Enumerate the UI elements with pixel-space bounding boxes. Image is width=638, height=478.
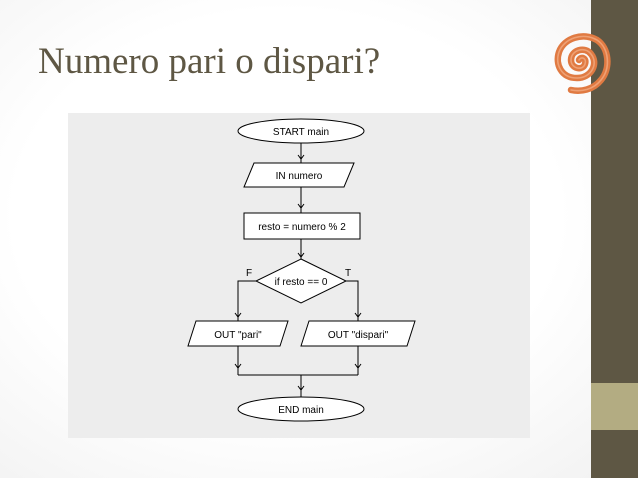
flowchart-input-node: IN numero [243,162,355,188]
flowchart-true-label: T [345,268,351,279]
flowchart-merge [234,346,362,397]
flowchart-connector [297,239,305,259]
flowchart-true-branch: T [345,268,362,321]
slide-sidebar-accent [591,383,638,430]
flowchart-process-label: resto = numero % 2 [258,222,346,233]
flowchart-output-false-label: OUT "pari" [214,330,262,341]
flowchart-connector [297,143,305,163]
flowchart-decision-label: if resto == 0 [275,277,328,288]
flowchart-end-node: END main [237,396,365,422]
flowchart-start-label: START main [273,127,329,138]
flowchart-end-label: END main [278,405,324,416]
flowchart-output-false-node: OUT "pari" [187,320,289,347]
flowchart-process-node: resto = numero % 2 [243,212,361,240]
spiral-logo-icon [554,33,611,94]
flowchart-canvas: START main IN numero resto = numero % 2 [187,118,416,422]
flowchart-false-branch: F [234,268,256,321]
flowchart-start-node: START main [237,118,365,144]
flowchart-false-label: F [246,268,252,279]
flowchart-output-true-label: OUT "dispari" [328,330,389,341]
flowchart-input-label: IN numero [276,171,323,182]
flowchart-decision-node: if resto == 0 [254,258,348,304]
slide-title: Numero pari o dispari? [38,41,381,82]
flowchart-output-true-node: OUT "dispari" [300,320,416,347]
flowchart-panel: START main IN numero resto = numero % 2 [68,113,530,438]
flowchart-connector [297,187,305,213]
